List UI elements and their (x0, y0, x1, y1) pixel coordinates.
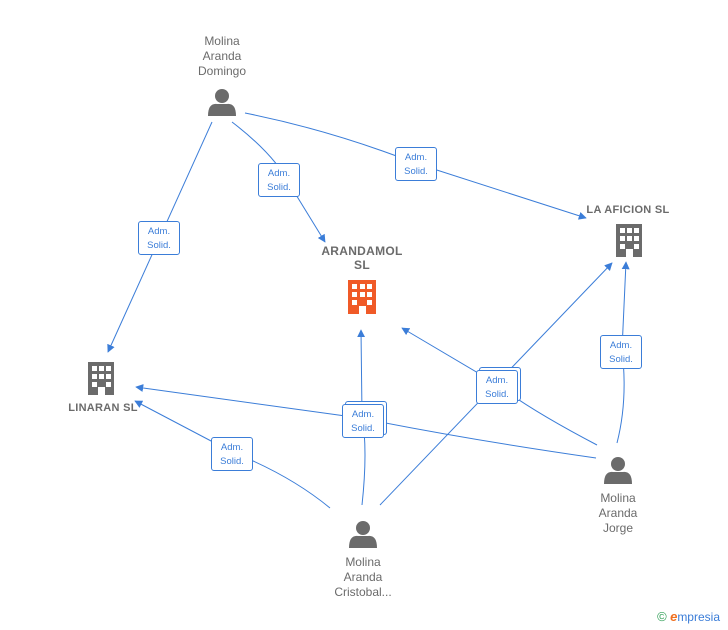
edge-badge[interactable]: Adm. Solid. (600, 335, 642, 369)
node-label-cristobal[interactable]: Molina Aranda Cristobal... (334, 555, 392, 599)
node-label-jorge[interactable]: Molina Aranda Jorge (598, 491, 638, 535)
edge-badge[interactable]: Adm. Solid. (395, 147, 437, 181)
edge-badge[interactable]: Adm. Solid. (342, 404, 384, 438)
edge-badge[interactable]: Adm. Solid. (138, 221, 180, 255)
brand-initial: e (670, 609, 678, 624)
person-icon[interactable] (208, 89, 236, 116)
node-label-linaran[interactable]: LINARAN SL (68, 402, 138, 414)
copyright-symbol: © (657, 609, 667, 624)
person-icon[interactable] (604, 457, 632, 484)
building-icon-main[interactable] (348, 280, 376, 314)
edge-badge[interactable]: Adm. Solid. (476, 370, 518, 404)
node-label-la-aficion[interactable]: LA AFICION SL (586, 204, 670, 216)
brand-name: mpresia (677, 610, 720, 624)
node-label-domingo[interactable]: Molina Aranda Domingo (197, 34, 247, 78)
building-icon[interactable] (616, 224, 642, 257)
edge-badge[interactable]: Adm. Solid. (258, 163, 300, 197)
empresia-watermark: © empresia (657, 609, 720, 624)
edge-badge[interactable]: Adm. Solid. (211, 437, 253, 471)
building-icon[interactable] (88, 362, 114, 395)
person-icon[interactable] (349, 521, 377, 548)
node-label-arandamol[interactable]: ARANDAMOL SL (321, 244, 403, 272)
